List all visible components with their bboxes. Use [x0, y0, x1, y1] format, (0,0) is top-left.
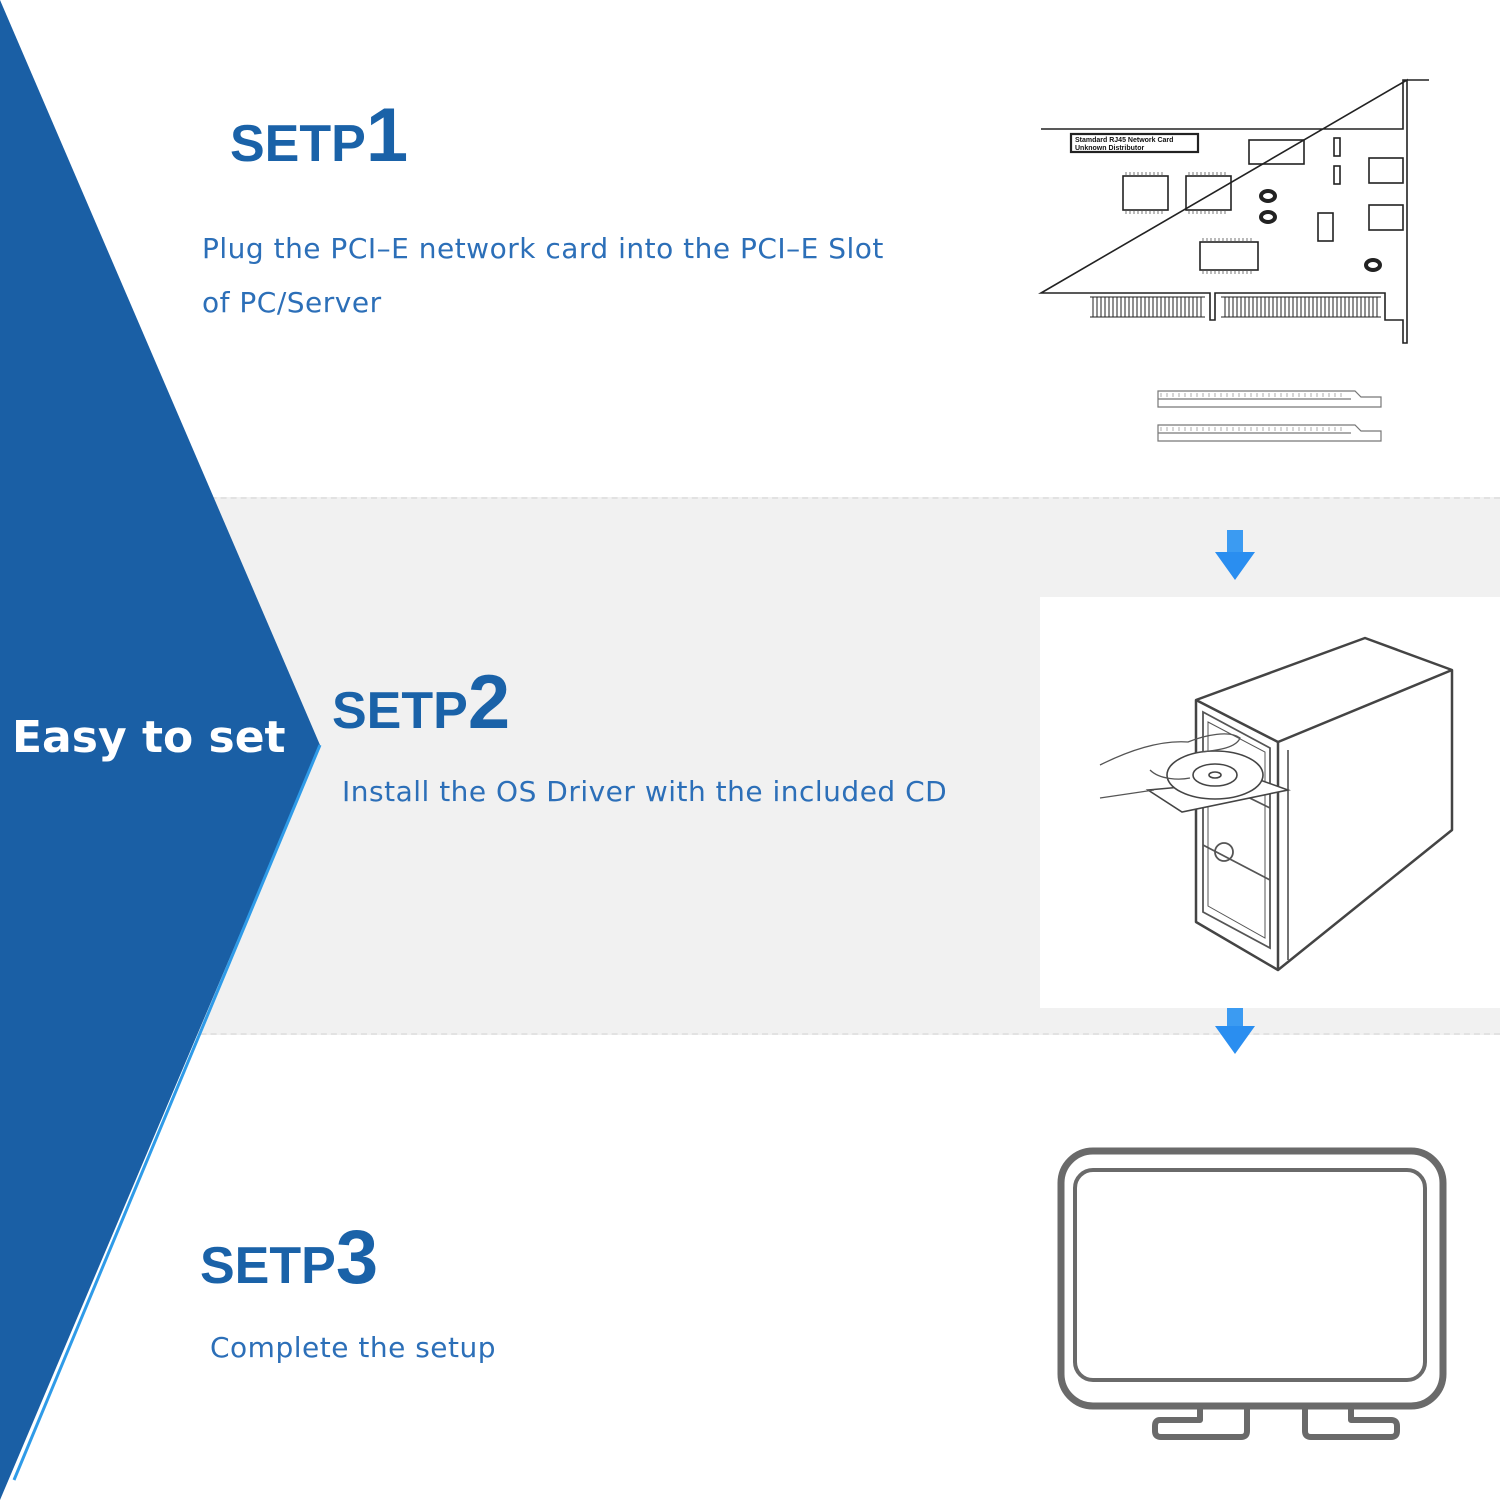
step3-line-1: Complete the setup	[210, 1331, 497, 1364]
step3-title: SETP3	[200, 1220, 378, 1296]
step2-line-1: Install the OS Driver with the included …	[342, 775, 948, 808]
step3-description: Complete the setup	[210, 1321, 496, 1375]
down-arrow-icon	[1215, 530, 1255, 580]
step3-number: 3	[335, 1215, 379, 1300]
pci-slot-icon	[1157, 390, 1382, 442]
tagline: Easy to set	[12, 712, 286, 763]
card-label-line-2: Unknown Distributor	[1075, 145, 1144, 152]
step2-number: 2	[467, 660, 511, 745]
computer-tower-cd-icon	[1099, 636, 1454, 972]
step1-number: 1	[365, 93, 409, 178]
monitor-icon	[1057, 1147, 1447, 1440]
step2-description: Install the OS Driver with the included …	[342, 765, 947, 819]
network-card-icon: Stamdard RJ45 Network Card Unknown Distr…	[1038, 78, 1429, 344]
step3-word: SETP	[200, 1237, 336, 1295]
step1-word: SETP	[230, 115, 366, 173]
down-arrow-icon	[1215, 1008, 1255, 1054]
step2-word: SETP	[332, 682, 468, 740]
step2-title: SETP2	[332, 665, 510, 741]
step1-title: SETP1	[230, 98, 408, 174]
step1-line-2: of PC/Server	[202, 286, 382, 319]
step1-description: Plug the PCI–E network card into the PCI…	[202, 222, 884, 330]
card-label-line-1: Stamdard RJ45 Network Card	[1075, 137, 1173, 144]
step1-line-1: Plug the PCI–E network card into the PCI…	[202, 232, 884, 265]
